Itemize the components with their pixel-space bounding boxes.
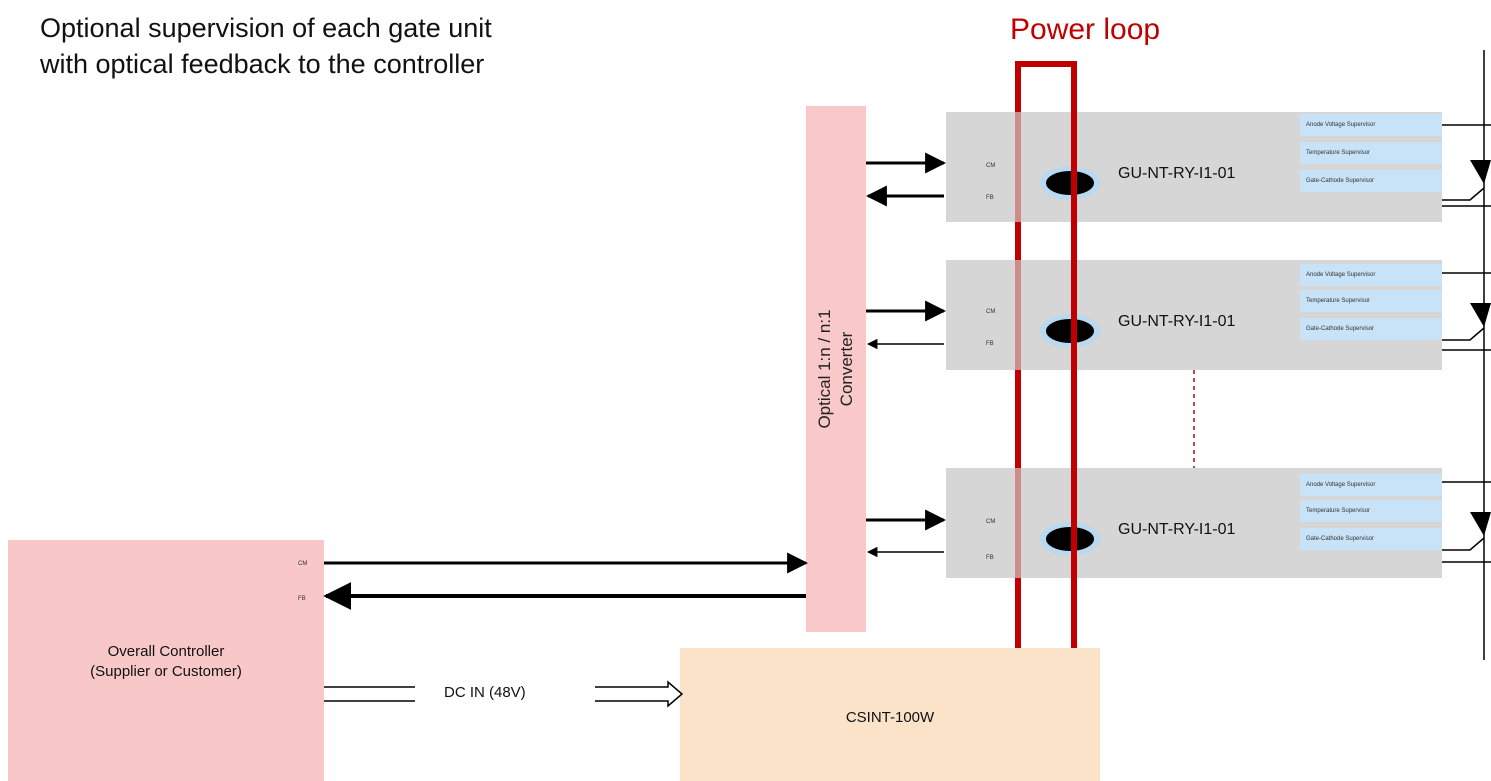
gate-unit-3: GU-NT-RY-I1-01 CM FB Anode Voltage Super… bbox=[946, 468, 1442, 578]
gate-cathode-supervisor: Gate-Cathode Supervisor bbox=[1300, 528, 1442, 550]
gate-unit-2: GU-NT-RY-I1-01 CM FB Anode Voltage Super… bbox=[946, 260, 1442, 370]
gate-unit-name: GU-NT-RY-I1-01 bbox=[1118, 313, 1236, 330]
current-sensor-core bbox=[1046, 319, 1094, 343]
thyristor-icon bbox=[1470, 512, 1491, 536]
gate-unit-port-cm: CM bbox=[986, 309, 996, 315]
optical-converter-box: Optical 1:n / n:1 Converter bbox=[806, 106, 866, 632]
controller-port-fb: FB bbox=[298, 596, 306, 602]
gate-wire bbox=[1442, 327, 1485, 341]
thyristor-icon bbox=[1470, 160, 1491, 184]
gate-unit-1: GU-NT-RY-I1-01 CM FB Anode Voltage Super… bbox=[946, 112, 1442, 222]
controller-label-line-2: (Supplier or Customer) bbox=[90, 663, 242, 680]
anode-voltage-supervisor: Anode Voltage Supervisor bbox=[1300, 114, 1442, 136]
overall-controller-box: Overall Controller (Supplier or Customer… bbox=[8, 540, 324, 781]
gate-wire bbox=[1442, 187, 1485, 201]
power-supply-label: CSINT-100W bbox=[845, 709, 935, 726]
thyristor-icon bbox=[1470, 303, 1491, 327]
gate-unit-port-cm: CM bbox=[986, 163, 996, 169]
caption: Optional supervision of each gate unit w… bbox=[40, 10, 740, 82]
gate-unit-port-fb: FB bbox=[986, 195, 994, 201]
current-sensor-core bbox=[1046, 171, 1094, 195]
dc-in-arrow bbox=[595, 680, 684, 708]
gate-unit-name: GU-NT-RY-I1-01 bbox=[1118, 165, 1236, 182]
caption-line-2: with optical feedback to the controller bbox=[40, 49, 485, 79]
temperature-supervisor: Temperature Supervisor bbox=[1300, 142, 1442, 164]
controller-label-line-1: Overall Controller bbox=[107, 643, 225, 660]
controller-port-cm: CM bbox=[298, 561, 308, 567]
temperature-supervisor: Temperature Supervisor bbox=[1300, 500, 1442, 522]
temperature-supervisor: Temperature Supervisor bbox=[1300, 290, 1442, 312]
gate-unit-port-fb: FB bbox=[986, 555, 994, 561]
power-supply-box: CSINT-100W bbox=[680, 648, 1100, 781]
gate-unit-port-fb: FB bbox=[986, 341, 994, 347]
caption-line-1: Optional supervision of each gate unit bbox=[40, 13, 492, 43]
current-sensor-core bbox=[1046, 527, 1094, 551]
gate-cathode-supervisor: Gate-Cathode Supervisor bbox=[1300, 318, 1442, 340]
power-loop-top bbox=[1015, 61, 1077, 112]
anode-voltage-supervisor: Anode Voltage Supervisor bbox=[1300, 474, 1442, 496]
anode-voltage-supervisor: Anode Voltage Supervisor bbox=[1300, 264, 1442, 286]
gate-unit-name: GU-NT-RY-I1-01 bbox=[1118, 521, 1236, 538]
gate-unit-port-cm: CM bbox=[986, 519, 996, 525]
gate-wire bbox=[1442, 537, 1485, 551]
power-loop-label: Power loop bbox=[1010, 13, 1161, 46]
gate-cathode-supervisor: Gate-Cathode Supervisor bbox=[1300, 170, 1442, 192]
overall-controller-label: Overall Controller (Supplier or Customer… bbox=[8, 642, 324, 682]
dc-in-label: DC IN (48V) bbox=[440, 683, 530, 703]
